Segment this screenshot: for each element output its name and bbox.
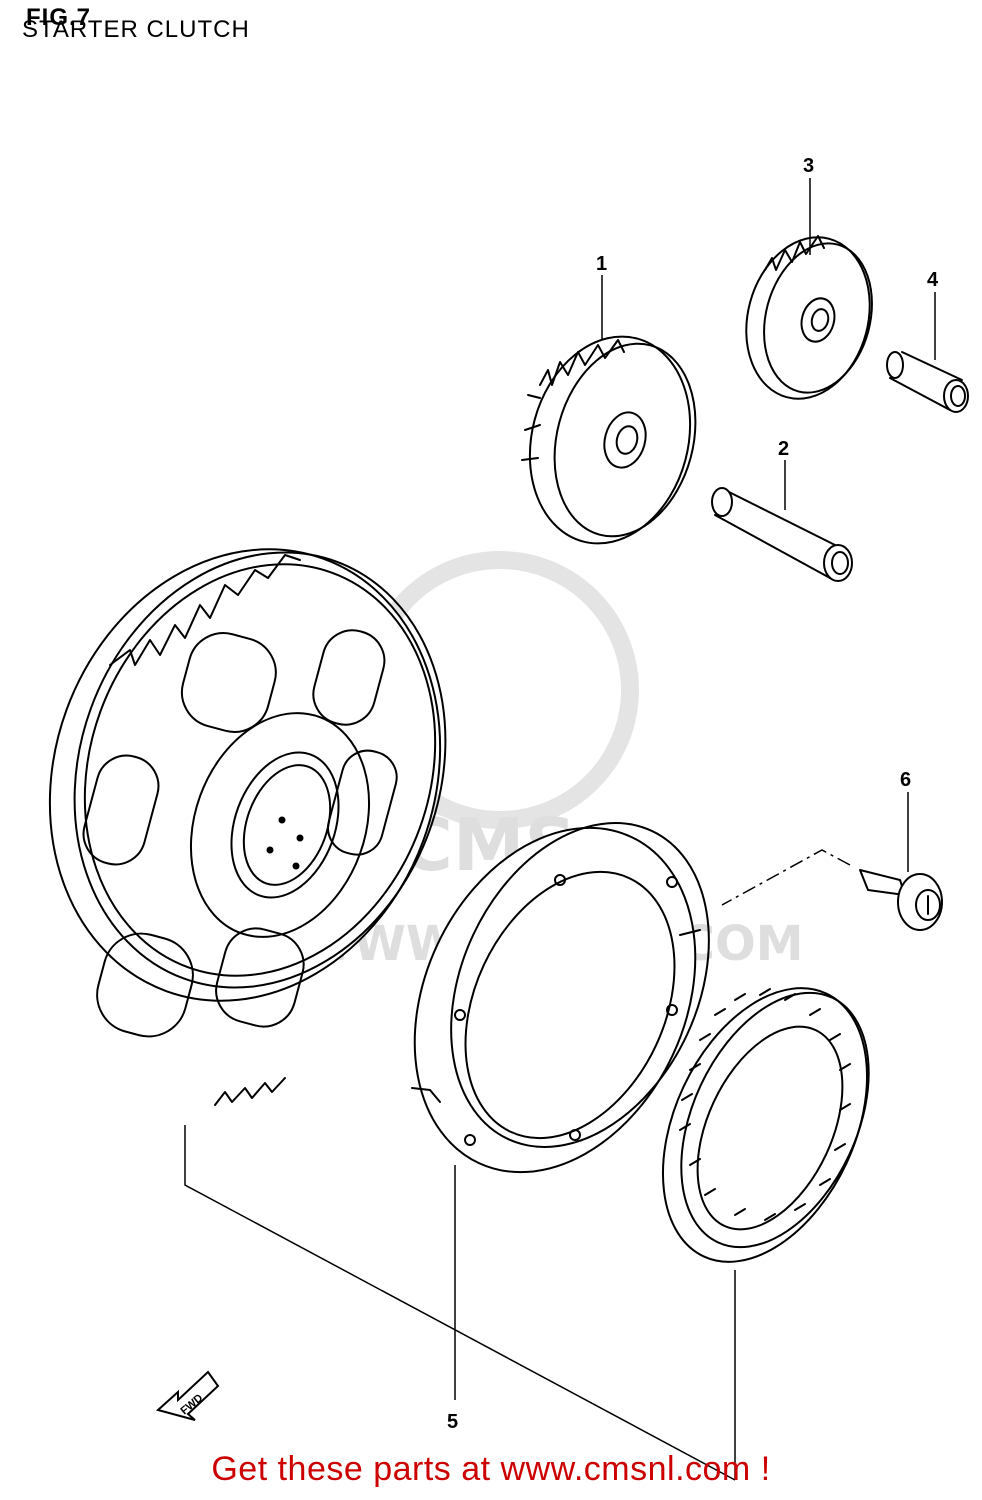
idle-gear-1 [521,335,697,545]
idle-gear-pin-4 [886,351,969,413]
leader-gear-line [184,1125,736,1481]
idle-gear-3 [745,235,873,400]
callout-2: 2 [778,438,789,460]
fwd-arrow-icon: FWD [155,1370,220,1421]
one-way-clutch [661,987,870,1263]
starter-clutch-housing [411,822,710,1174]
callout-3: 3 [803,155,814,177]
figure-title: FIG.7 [26,4,92,31]
leader-bolt-dash [721,849,851,906]
bolt [859,869,943,931]
figure-subtitle: STARTER CLUTCH [22,16,250,43]
callout-1: 1 [596,253,607,275]
footer-link-text[interactable]: Get these parts at www.cmsnl.com ! [211,1450,771,1488]
idle-gear-shaft-2 [711,487,853,582]
callout-6: 6 [900,769,911,791]
callout-5: 5 [447,1411,458,1433]
callout-4: 4 [927,269,939,291]
starter-driven-gear [48,548,447,1106]
